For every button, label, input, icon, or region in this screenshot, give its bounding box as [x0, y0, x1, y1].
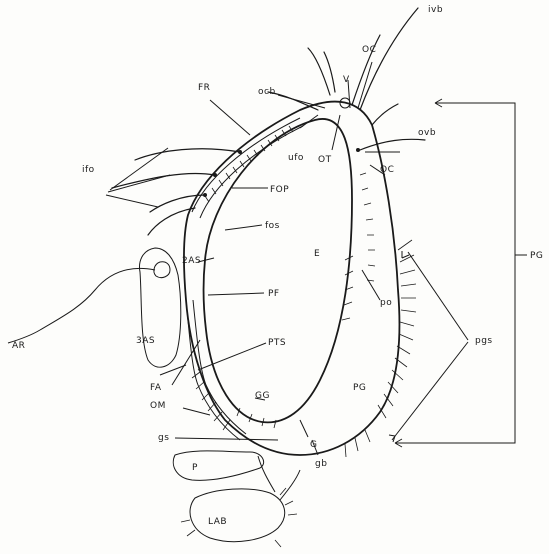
- palpus: [173, 451, 263, 480]
- label-gb: gb: [315, 459, 327, 469]
- labels: ivb OC V ocb FR ovb ufo OT OC ifo FOP fo…: [12, 5, 543, 527]
- label-g: G: [310, 440, 317, 450]
- label-ifo: ifo: [82, 165, 95, 175]
- label-3as: 3AS: [136, 336, 155, 346]
- bristles-frontal: [112, 149, 242, 235]
- label-lab: LAB: [208, 517, 227, 527]
- bristles-postgenal: [345, 240, 416, 457]
- label-om: OM: [150, 401, 166, 411]
- label-ot: OT: [318, 155, 332, 165]
- label-fr: FR: [198, 83, 210, 93]
- label-pg-gena: PG: [353, 383, 366, 393]
- label-ovb: ovb: [418, 128, 436, 138]
- label-p: P: [192, 463, 198, 473]
- label-pts: PTS: [268, 338, 286, 348]
- label-e: E: [314, 249, 320, 259]
- label-2as: 2AS: [182, 256, 201, 266]
- label-ar: AR: [12, 341, 25, 351]
- label-oc-right: OC: [380, 165, 394, 175]
- label-po: po: [380, 298, 392, 308]
- label-fa: FA: [150, 383, 162, 393]
- label-pf: PF: [268, 289, 280, 299]
- label-ocb: ocb: [258, 87, 276, 97]
- label-pg-bracket: PG: [530, 251, 543, 261]
- bristles-postocular: [342, 173, 375, 320]
- label-v: V: [343, 75, 350, 85]
- label-pgs: pgs: [475, 336, 493, 346]
- label-oc-top: OC: [362, 45, 376, 55]
- label-gs: gs: [158, 433, 169, 443]
- label-fop: FOP: [270, 185, 289, 195]
- label-ufo: ufo: [288, 153, 304, 163]
- labellum: [181, 456, 300, 547]
- label-ivb: ivb: [428, 5, 443, 15]
- label-gg: GG: [255, 391, 270, 401]
- antenna: [8, 248, 181, 367]
- label-fos: fos: [265, 221, 280, 231]
